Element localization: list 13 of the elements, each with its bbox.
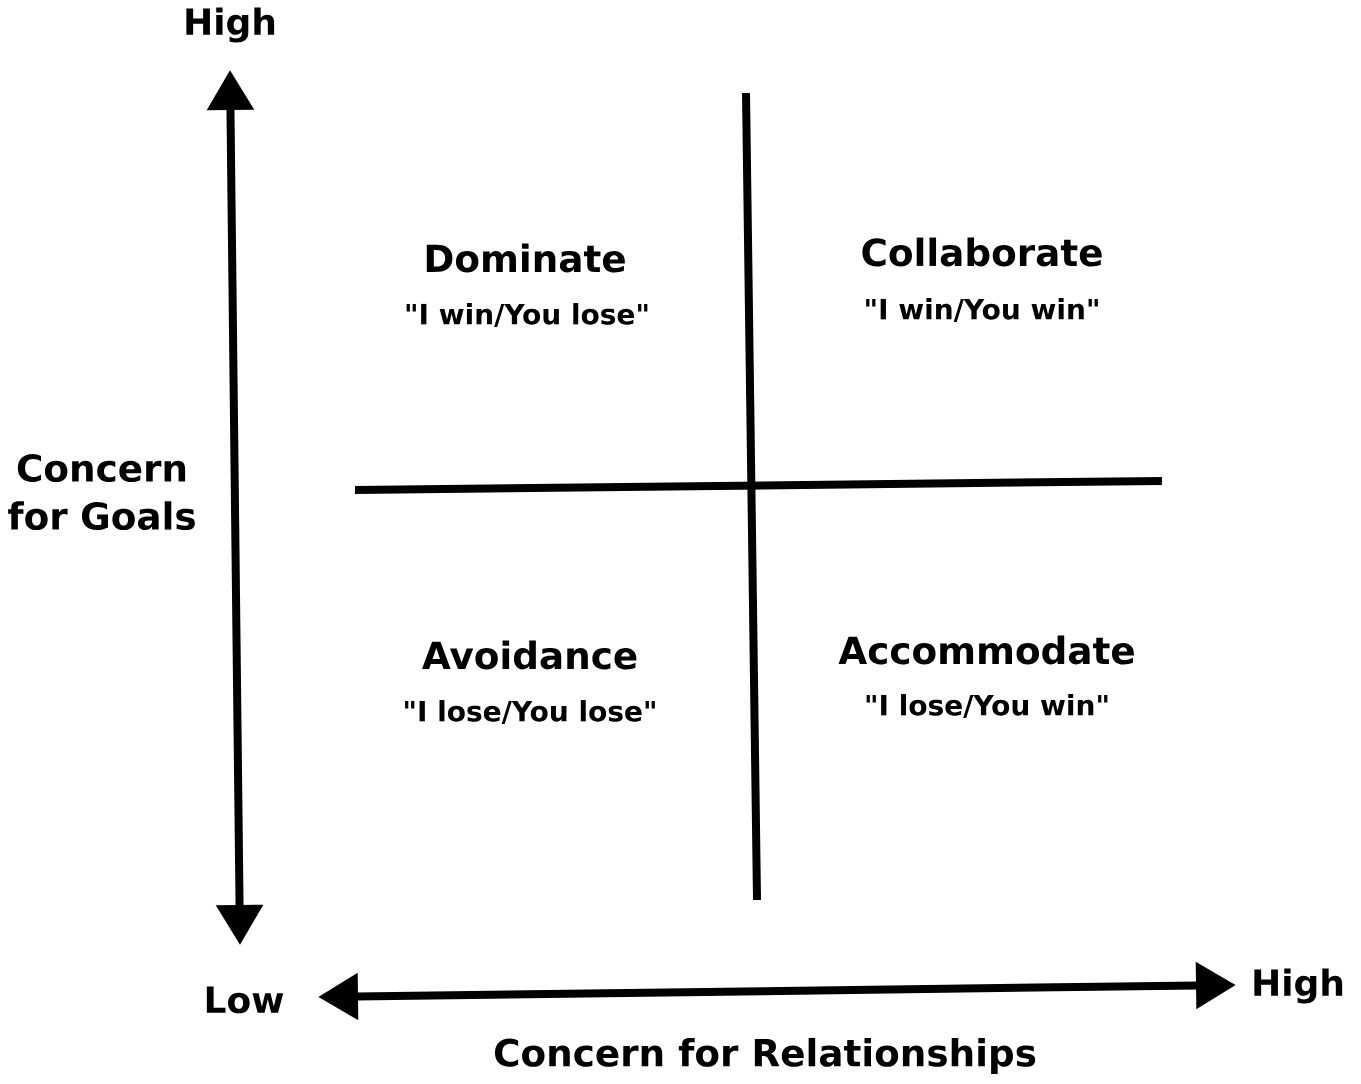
quadrant-label: Dominate [426,243,625,273]
quadrant-label: Avoidance [422,640,637,670]
quadrant-label: Accommodate [838,635,1134,665]
axis-end-label: Low [206,986,284,1014]
quadrant-subtitle: "I lose/You win" [866,694,1108,718]
quadrant-subtitle: "I win/You win" [866,298,1098,322]
axis-end-label: High [186,7,275,43]
axis-label: Concern for Goals [8,453,195,531]
axis-label: Concern for Relationships [494,1037,1036,1075]
quadrant-label: Collaborate [862,237,1102,267]
axis-end-label: High [1254,968,1343,1004]
quadrant-subtitle: "I lose/You lose" [405,700,655,724]
quadrant-subtitle: "I win/You lose" [406,303,648,327]
